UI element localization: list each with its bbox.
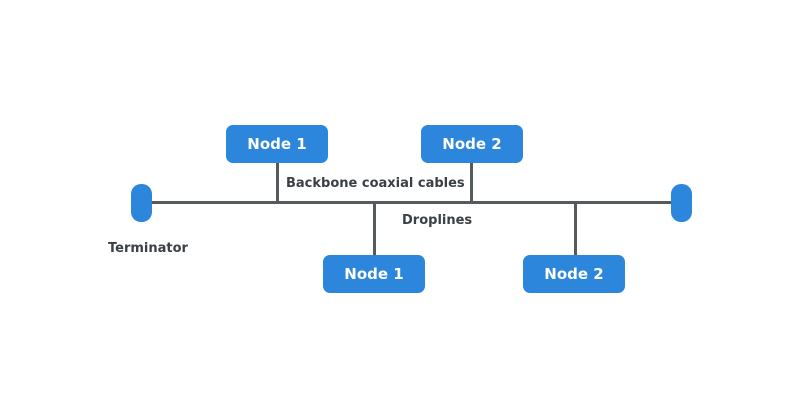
droplines-label: Droplines: [402, 213, 473, 228]
dropline-bottom-node-1: [373, 203, 376, 257]
node-label: Node 2: [544, 264, 604, 283]
node-bottom-2: Node 2: [523, 255, 625, 293]
terminator-label: Terminator: [108, 241, 188, 256]
dropline-bottom-node-2: [574, 203, 577, 257]
terminator-right: [671, 184, 692, 222]
dropline-top-node-1: [276, 162, 279, 202]
node-label: Node 1: [247, 134, 307, 153]
dropline-top-node-2: [470, 162, 473, 202]
node-top-2: Node 2: [421, 125, 523, 163]
node-label: Node 1: [344, 264, 404, 283]
node-label: Node 2: [442, 134, 502, 153]
terminator-left: [131, 184, 152, 222]
backbone-cable: [150, 201, 675, 204]
node-bottom-1: Node 1: [323, 255, 425, 293]
backbone-label: Backbone coaxial cables: [286, 176, 465, 191]
node-top-1: Node 1: [226, 125, 328, 163]
